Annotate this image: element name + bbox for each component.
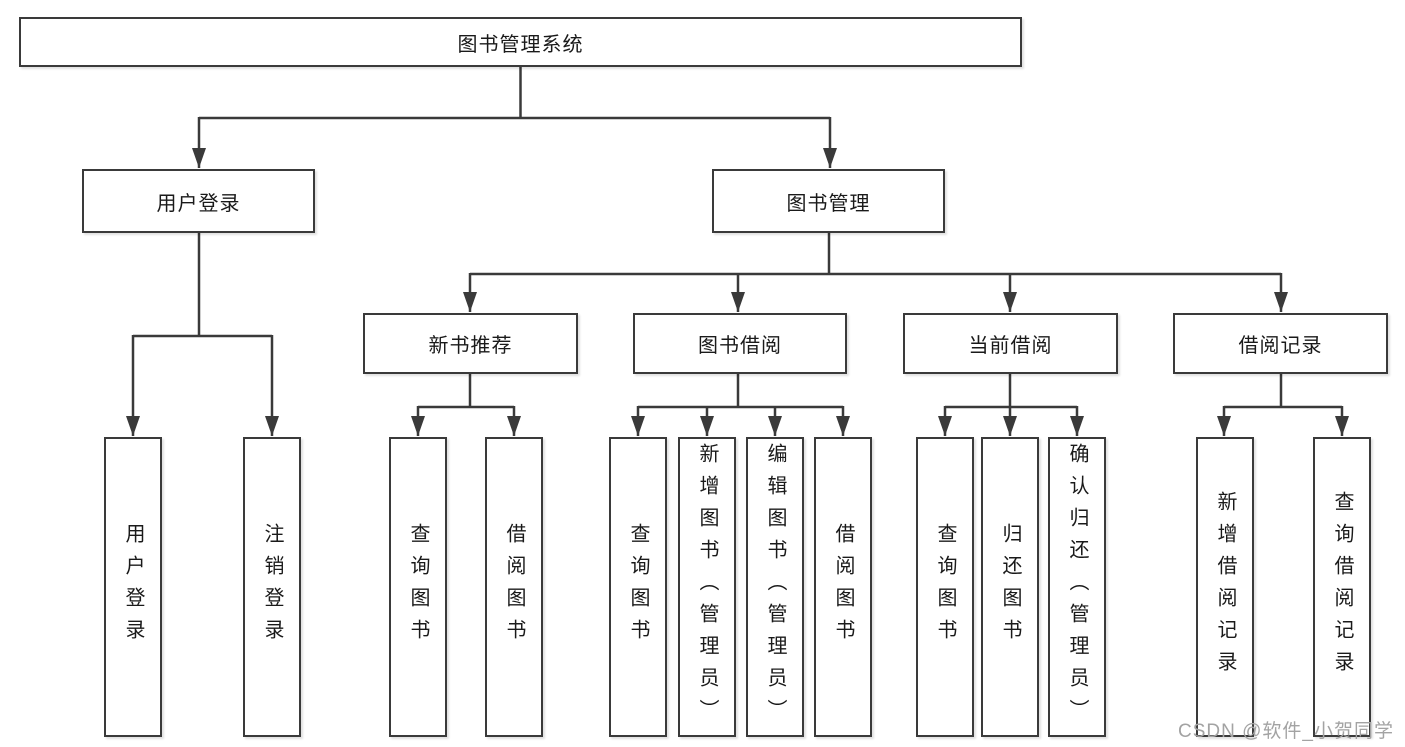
node-library-management-system: 图书管理系统 xyxy=(19,17,1022,67)
node-leaf-edit-books-admin: 编辑图书（管理员） xyxy=(746,437,804,737)
node-book-management: 图书管理 xyxy=(712,169,945,233)
node-book-borrowing: 图书借阅 xyxy=(633,313,847,374)
node-current-borrowing: 当前借阅 xyxy=(903,313,1118,374)
node-leaf-logout: 注销登录 xyxy=(243,437,301,737)
connector-root xyxy=(192,67,837,168)
node-leaf-return-books: 归还图书 xyxy=(981,437,1039,737)
node-leaf-add-books-admin: 新增图书（管理员） xyxy=(678,437,736,737)
node-user-login: 用户登录 xyxy=(82,169,315,233)
node-leaf-query-books-borrow: 查询图书 xyxy=(609,437,667,737)
node-leaf-add-borrow-record: 新增借阅记录 xyxy=(1196,437,1254,737)
csdn-watermark: CSDN @软件_小贺同学 xyxy=(1178,721,1394,742)
node-leaf-borrow-books: 借阅图书 xyxy=(814,437,872,737)
connector-current-borrow xyxy=(938,374,1084,436)
node-new-book-recommendation: 新书推荐 xyxy=(363,313,578,374)
connector-book-borrow xyxy=(631,374,850,436)
node-leaf-query-books-newbook: 查询图书 xyxy=(389,437,447,737)
node-leaf-query-books-current: 查询图书 xyxy=(916,437,974,737)
connector-borrow-records xyxy=(1217,374,1349,436)
node-leaf-borrow-books-newbook: 借阅图书 xyxy=(485,437,543,737)
connector-new-book-rec xyxy=(411,374,521,436)
connector-user-login xyxy=(126,233,279,436)
node-borrowing-records: 借阅记录 xyxy=(1173,313,1388,374)
node-leaf-query-borrow-record: 查询借阅记录 xyxy=(1313,437,1371,737)
node-leaf-user-login: 用户登录 xyxy=(104,437,162,737)
connector-book-mgmt xyxy=(463,233,1288,312)
node-leaf-confirm-return-admin: 确认归还（管理员） xyxy=(1048,437,1106,737)
